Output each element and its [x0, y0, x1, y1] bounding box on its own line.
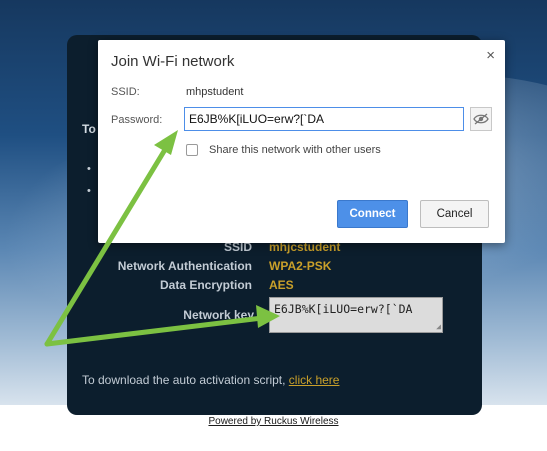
dialog-title: Join Wi-Fi network	[111, 53, 235, 70]
password-input[interactable]	[184, 107, 464, 131]
portal-bullet: •	[87, 163, 91, 175]
join-wifi-dialog: Join Wi-Fi network × SSID: mhpstudent Pa…	[98, 40, 505, 243]
info-row-ssid: SSID mhjcstudent	[67, 240, 482, 258]
powered-by-link[interactable]: Powered by Ruckus Wireless	[208, 416, 339, 427]
info-label: SSID	[223, 240, 252, 254]
info-value: mhjcstudent	[269, 240, 341, 254]
connect-button[interactable]: Connect	[337, 200, 408, 228]
share-network-label[interactable]: Share this network with other users	[209, 144, 381, 156]
info-row-encryption: Data Encryption AES	[67, 278, 482, 296]
show-password-toggle[interactable]	[470, 107, 492, 131]
cancel-button[interactable]: Cancel	[420, 200, 489, 228]
click-here-link[interactable]: click here	[288, 373, 340, 387]
network-key-value: E6JB%K[iLUO=erw?[`DA	[274, 302, 413, 316]
ssid-value: mhpstudent	[186, 86, 244, 98]
info-row-auth: Network Authentication WPA2-PSK	[67, 259, 482, 277]
share-network-checkbox[interactable]	[186, 144, 198, 156]
info-label: Network key	[183, 308, 254, 322]
info-label: Data Encryption	[159, 278, 252, 292]
eye-slash-icon	[473, 113, 489, 125]
info-value: WPA2-PSK	[269, 259, 332, 273]
download-line: To download the auto activation script, …	[82, 373, 339, 387]
info-label: Network Authentication	[117, 259, 252, 273]
portal-bullet: •	[87, 185, 91, 197]
ssid-label: SSID:	[111, 86, 140, 98]
info-value: AES	[269, 278, 294, 292]
download-text: To download the auto activation script,	[82, 373, 289, 387]
password-label: Password:	[111, 114, 163, 126]
close-icon[interactable]: ×	[486, 47, 495, 64]
network-key-textarea[interactable]: E6JB%K[iLUO=erw?[`DA ◢	[269, 297, 443, 333]
resize-grip-icon[interactable]: ◢	[436, 322, 441, 331]
